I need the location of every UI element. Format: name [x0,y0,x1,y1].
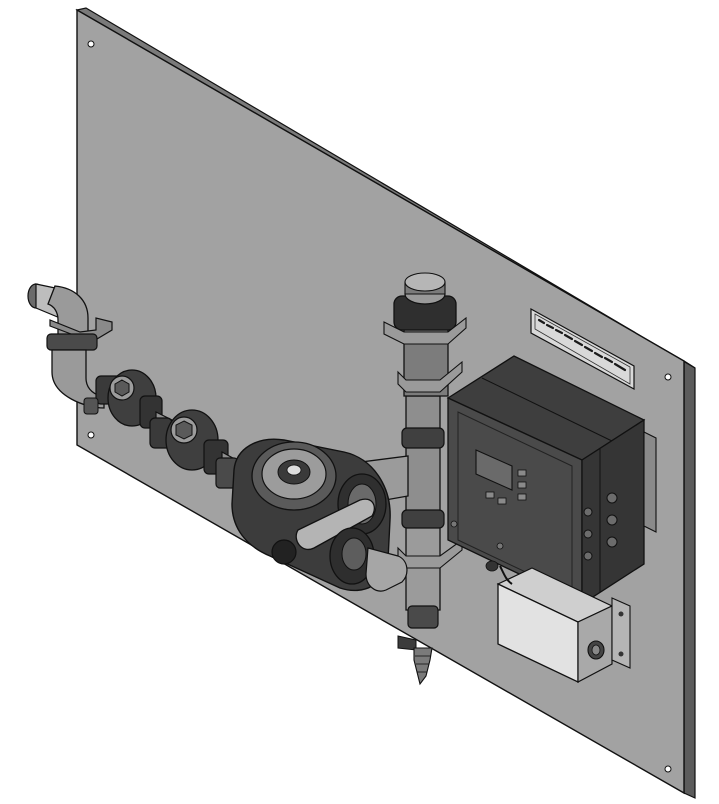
flow-cell-lower-elbow [365,547,408,592]
flow-cell-front-tube [295,498,375,551]
label-plate-inner [534,313,631,385]
flow-cell-drain-plug [271,539,297,565]
panel-right-edge [683,359,696,799]
inlet-elbow [27,283,113,409]
drain-hose-barb [413,647,433,686]
column-mid-pipe [405,395,441,521]
flow-cell-assembly [231,438,409,592]
sensor-top-face [404,272,446,292]
mid-pipe-clamp [397,360,463,393]
valve-2-handle-hex [175,420,193,440]
mounting-hole-bottom-right [664,765,672,773]
controller-display [475,449,513,491]
controller-mount-bracket [643,431,657,533]
controller-cable-glands [583,492,618,561]
mounting-hole-mid-left [87,431,95,439]
ball-valve-2 [149,409,229,475]
ball-valve-1 [83,369,163,429]
junction-box [496,567,631,684]
label-plate-engraving [537,318,627,372]
column-union-lower [401,509,445,529]
column-union-upper [401,427,445,449]
drain-valve-nut [407,605,439,629]
flow-cell-cap-center [286,464,302,476]
controller-buttons [485,469,527,505]
controller-cable [499,565,513,585]
controller-side-face [581,418,645,606]
label-plate [530,307,635,391]
sensor-column [383,272,467,686]
mounting-hole-top-right [664,373,672,381]
flow-cell-lower-inner [341,537,367,571]
upper-pipe-clamp [383,316,467,345]
valve-1-mount-bolt [83,397,99,415]
label-plate-body [530,307,635,391]
valve-1-handle-hex [114,379,130,397]
elbow-union-nut [46,333,98,351]
mounting-hole-top-left [87,40,95,48]
junction-mount-bracket [611,597,631,669]
